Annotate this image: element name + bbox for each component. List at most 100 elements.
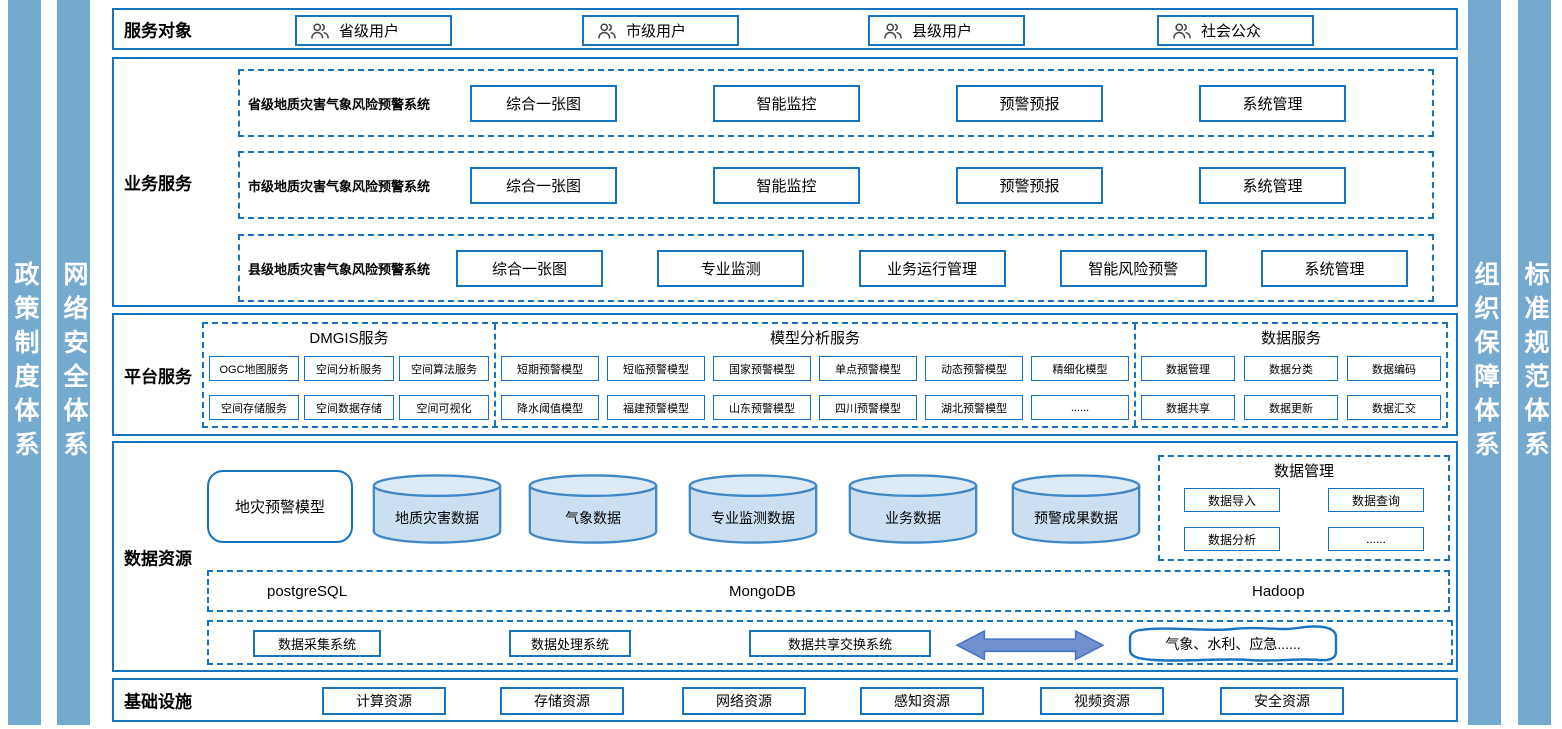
section-infrastructure: 基础设施 计算资源 存储资源 网络资源 感知资源 视频资源 安全资源 — [112, 678, 1458, 722]
section-data-resources: 数据资源 地灾预警模型 地质灾害数据 气象数据 专业监测数据 业务数据 预警成果… — [112, 441, 1458, 672]
service-box: 湖北预警模型 — [925, 395, 1023, 420]
user-box-label: 省级用户 — [339, 23, 400, 40]
biz-modules: 综合一张图 智能监控 预警预报 系统管理 — [470, 84, 1432, 122]
service-box: 数据管理 — [1141, 356, 1235, 381]
sidebar-label: 网络安全体系 — [60, 260, 88, 465]
database-cylinder-weather: 气象数据 — [526, 472, 660, 546]
group-row: OGC地图服务 空间分析服务 空间算法服务 — [209, 356, 489, 381]
service-box: 空间可视化 — [399, 395, 489, 420]
sidebar-label: 组织保障体系 — [1471, 260, 1499, 465]
sidebar-label: 标准规范体系 — [1521, 260, 1549, 465]
module-box: 综合一张图 — [456, 249, 603, 287]
sidebar-standard-specification: 标准规范体系 — [1518, 0, 1551, 725]
cylinder-label: 地质灾害数据 — [395, 510, 479, 526]
cylinder-label: 气象数据 — [565, 510, 621, 526]
cylinder-shape-icon — [848, 474, 978, 544]
database-cylinder-monitoring: 专业监测数据 — [686, 472, 820, 546]
resource-box: 计算资源 — [322, 687, 446, 715]
section-title: 业务服务 — [124, 174, 192, 194]
module-box: 系统管理 — [1199, 84, 1346, 122]
system-box: 数据共享交换系统 — [749, 630, 931, 657]
section-business-services: 业务服务 省级地质灾害气象风险预警系统 综合一张图 智能监控 预警预报 系统管理… — [112, 57, 1458, 307]
data-management-grid: 数据导入 数据查询 数据分析 ...... — [1160, 488, 1448, 551]
database-engines-box: postgreSQL MongoDB Hadoop — [207, 570, 1450, 612]
resource-box: 网络资源 — [682, 687, 806, 715]
module-box: 智能监控 — [713, 166, 860, 204]
platform-groups: DMGIS服务 OGC地图服务 空间分析服务 空间算法服务 空间存储服务 空间数… — [202, 322, 1448, 428]
data-systems-box: 数据采集系统 数据处理系统 数据共享交换系统 气象、水利、应急...... — [207, 620, 1453, 665]
database-name: MongoDB — [729, 582, 796, 600]
platform-group-model-analysis: 模型分析服务 短期预警模型 短临预警模型 国家预警模型 单点预警模型 动态预警模… — [494, 324, 1136, 426]
service-box: 国家预警模型 — [713, 356, 811, 381]
cylinder-label: 专业监测数据 — [711, 510, 795, 526]
service-box: 短期预警模型 — [501, 356, 599, 381]
biz-row-provincial-system: 省级地质灾害气象风险预警系统 综合一张图 智能监控 预警预报 系统管理 — [238, 69, 1434, 137]
service-box: 空间数据存储 — [304, 395, 394, 420]
resource-box: 视频资源 — [1040, 687, 1164, 715]
service-box: 空间分析服务 — [304, 356, 394, 381]
service-box: 动态预警模型 — [925, 356, 1023, 381]
sidebar-network-security: 网络安全体系 — [57, 0, 90, 725]
service-box: 数据查询 — [1328, 488, 1424, 512]
database-name: postgreSQL — [267, 582, 348, 600]
module-box: 系统管理 — [1261, 249, 1408, 287]
module-box: 预警预报 — [956, 166, 1103, 204]
user-box-label: 县级用户 — [912, 23, 973, 40]
group-row: 数据共享 数据更新 数据汇交 — [1141, 395, 1441, 420]
module-box: 综合一张图 — [470, 166, 617, 204]
external-systems-label: 气象、水利、应急...... — [1165, 636, 1301, 652]
cylinder-shape-icon — [372, 474, 502, 544]
service-box: 空间存储服务 — [209, 395, 299, 420]
service-box: 降水阈值模型 — [501, 395, 599, 420]
group-title: 模型分析服务 — [769, 330, 860, 347]
section-platform-services: 平台服务 DMGIS服务 OGC地图服务 空间分析服务 空间算法服务 空间存储服… — [112, 313, 1458, 436]
service-box: OGC地图服务 — [209, 356, 299, 381]
system-box: 数据采集系统 — [253, 630, 381, 657]
service-box: 山东预警模型 — [713, 395, 811, 420]
sidebar-organization-guarantee: 组织保障体系 — [1468, 0, 1501, 725]
group-row: 数据管理 数据分类 数据编码 — [1141, 356, 1441, 381]
service-box: 短临预警模型 — [607, 356, 705, 381]
service-box: ...... — [1328, 527, 1424, 551]
cylinder-label: 业务数据 — [885, 510, 941, 526]
data-management-box: 数据管理 数据导入 数据查询 数据分析 ...... — [1158, 455, 1450, 561]
group-title: 数据服务 — [1260, 330, 1321, 347]
user-box-label: 市级用户 — [626, 23, 687, 40]
module-box: 智能风险预警 — [1059, 249, 1207, 287]
service-box: 单点预警模型 — [819, 356, 917, 381]
group-row: 降水阈值模型 福建预警模型 山东预警模型 四川预警模型 湖北预警模型 .....… — [501, 395, 1129, 420]
module-box: 专业监测 — [657, 249, 805, 287]
section-title: 平台服务 — [124, 367, 192, 386]
module-box: 智能监控 — [713, 84, 860, 122]
users-icon — [884, 22, 902, 39]
biz-system-title: 省级地质灾害气象风险预警系统 — [248, 96, 431, 112]
group-row: 空间存储服务 空间数据存储 空间可视化 — [209, 395, 489, 420]
database-name: Hadoop — [1252, 582, 1305, 600]
service-box: ...... — [1031, 395, 1129, 420]
service-box: 数据编码 — [1347, 356, 1441, 381]
section-title: 基础设施 — [124, 692, 192, 712]
module-box: 业务运行管理 — [858, 249, 1006, 287]
group-title: DMGIS服务 — [309, 330, 389, 347]
users-icon — [1173, 22, 1191, 39]
service-box: 数据汇交 — [1347, 395, 1441, 420]
biz-modules: 综合一张图 专业监测 业务运行管理 智能风险预警 系统管理 — [456, 249, 1432, 287]
system-box: 数据处理系统 — [509, 630, 631, 657]
resource-box: 感知资源 — [860, 687, 984, 715]
cylinder-shape-icon — [1011, 474, 1141, 544]
user-box-city: 市级用户 — [582, 15, 739, 46]
cylinder-shape-icon — [528, 474, 658, 544]
service-box: 空间算法服务 — [399, 356, 489, 381]
section-title: 数据资源 — [124, 549, 192, 568]
service-box: 数据分析 — [1184, 527, 1280, 551]
service-box: 四川预警模型 — [819, 395, 917, 420]
user-box-provincial: 省级用户 — [295, 15, 452, 46]
resource-box: 存储资源 — [500, 687, 624, 715]
database-cylinder-warning-results: 预警成果数据 — [1009, 472, 1143, 546]
disaster-warning-model-box: 地灾预警模型 — [207, 470, 353, 543]
double-arrow-icon — [954, 628, 1106, 661]
user-box-label: 社会公众 — [1201, 23, 1262, 40]
biz-system-title: 市级地质灾害气象风险预警系统 — [248, 178, 431, 194]
cylinder-shape-icon — [688, 474, 818, 544]
database-cylinder-geology: 地质灾害数据 — [370, 472, 504, 546]
